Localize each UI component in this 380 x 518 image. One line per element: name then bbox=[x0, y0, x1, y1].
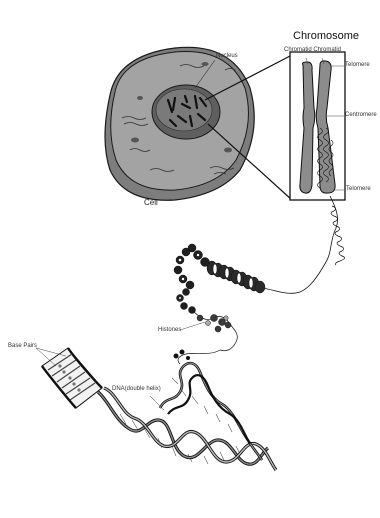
chromosome-title: Chromosome bbox=[293, 30, 359, 42]
histones-beads bbox=[178, 310, 237, 364]
telomere-bottom-label: Telomere bbox=[346, 186, 371, 192]
nucleus-label: Nucleus bbox=[216, 53, 238, 59]
dna-double-helix bbox=[98, 350, 276, 471]
solenoid-coil bbox=[174, 244, 265, 314]
base-pairs-label: Base Pairs bbox=[8, 343, 37, 349]
chromatin-strand bbox=[262, 196, 345, 293]
chromatid-label: Chromatid Chromatid bbox=[284, 47, 341, 53]
cell-illustration bbox=[105, 47, 254, 200]
chromosome-panel bbox=[290, 52, 345, 200]
centromere-label: Centromere bbox=[345, 112, 377, 118]
telomere-top-label: Telomere bbox=[345, 62, 370, 68]
cell-label: Cell bbox=[144, 198, 158, 207]
dna-label: DNA(double helix) bbox=[112, 386, 161, 392]
histones-label: Histones bbox=[158, 327, 181, 333]
base-pairs-ladder bbox=[36, 348, 102, 408]
